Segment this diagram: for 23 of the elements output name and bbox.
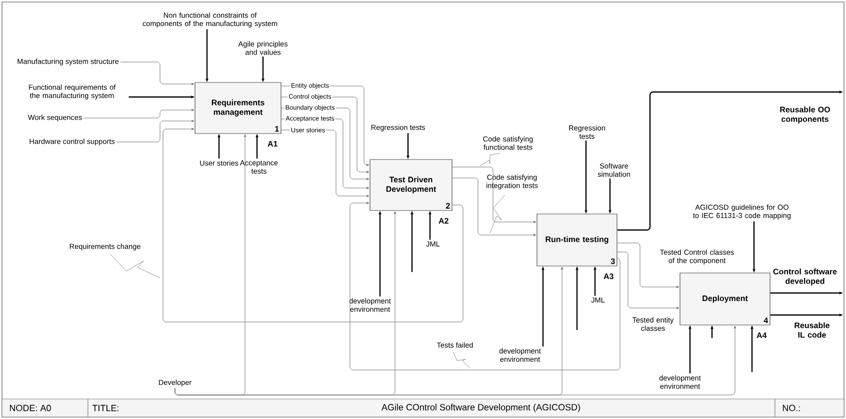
arrow: [350, 202, 620, 370]
edge-label: Reusable OO components: [780, 106, 830, 124]
title-block-cell: NODE: A0: [2, 398, 88, 418]
activity-box: Deployment 4: [680, 272, 770, 326]
edge-label: Reusable IL code: [794, 322, 830, 338]
edge-label: Control software developed: [773, 268, 837, 286]
title-block-cell: NO.:: [774, 398, 844, 418]
activity-number: A3: [604, 273, 614, 280]
arrow: [452, 178, 536, 236]
arrow: [84, 108, 194, 118]
arrow: [452, 166, 536, 224]
title-text: AGile COntrol Software Development (AGICOSD): [382, 404, 580, 412]
activity-box: Test Driven Development 2: [370, 159, 452, 211]
activity-number: A4: [756, 332, 767, 338]
activity-number: A2: [438, 218, 448, 224]
activity-box: Requirements management 1: [194, 82, 282, 134]
activity-box: Run-time testing 3: [536, 214, 618, 266]
arrow: [617, 252, 680, 310]
arrow: [116, 120, 194, 142]
arrow: [120, 62, 194, 86]
arrow: [617, 242, 680, 288]
arrow: [174, 326, 736, 396]
activity-number: A1: [268, 141, 278, 147]
